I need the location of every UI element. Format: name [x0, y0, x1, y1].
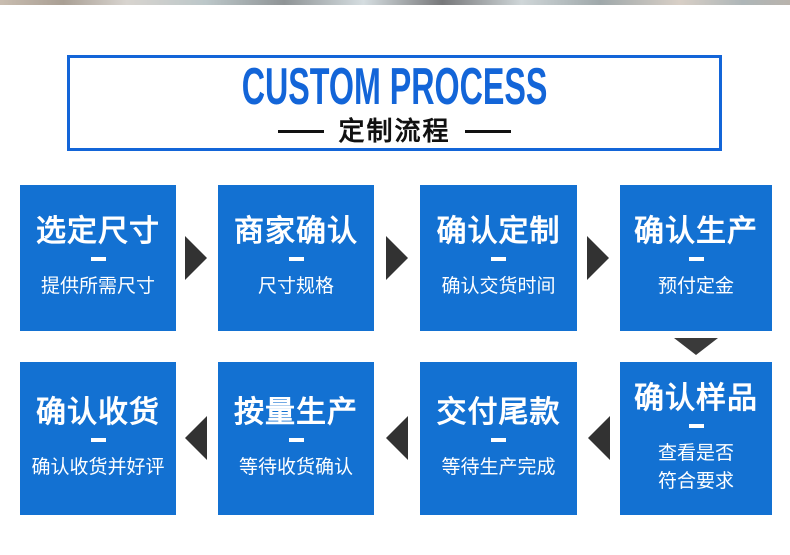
step-divider-dash	[491, 437, 506, 442]
step-subtitle: 确认交货时间	[441, 276, 556, 298]
step-subtitle: 等待收货确认	[238, 456, 353, 478]
step-box-select-size: 选定尺寸 提供所需尺寸	[20, 185, 176, 331]
step-title: 商家确认	[234, 215, 358, 249]
step-subtitle: 查看是否 符合要求	[657, 442, 734, 492]
step-title: 按量生产	[234, 395, 358, 429]
step-subtitle: 提供所需尺寸	[40, 276, 155, 298]
section-title-chinese-text: 定制流程	[338, 115, 451, 146]
step-box-confirm-receipt: 确认收货 确认收货并好评	[20, 362, 176, 515]
step-divider-dash	[491, 257, 506, 262]
dash-right	[464, 129, 511, 133]
step-divider-dash	[288, 257, 304, 262]
section-title-english-text: CUSTOM PROCESS	[241, 57, 548, 116]
step-title: 确认收货	[36, 395, 160, 429]
step-title: 确认生产	[634, 215, 758, 249]
arrow-left-icon	[185, 416, 207, 460]
step-box-confirm-sample: 确认样品 查看是否 符合要求	[620, 362, 772, 515]
step-box-confirm-production: 确认生产 预付定金	[620, 185, 772, 331]
step-divider-dash	[288, 437, 304, 442]
section-header: CUSTOM PROCESS 定制流程	[67, 55, 722, 151]
step-subtitle: 预付定金	[657, 276, 734, 298]
step-title: 选定尺寸	[36, 215, 160, 249]
step-box-mass-production: 按量生产 等待收货确认	[218, 362, 374, 515]
section-title-english: CUSTOM PROCESS	[148, 61, 641, 113]
step-subtitle: 尺寸规格	[257, 276, 334, 298]
arrow-right-icon	[386, 236, 408, 280]
step-title: 确认样品	[634, 381, 758, 415]
arrow-left-icon	[588, 416, 610, 460]
step-title: 交付尾款	[436, 395, 561, 429]
photo-edge-strip	[0, 0, 790, 5]
step-divider-dash	[688, 257, 704, 262]
step-divider-dash	[90, 437, 106, 442]
step-divider-dash	[90, 257, 106, 262]
step-divider-dash	[688, 423, 704, 428]
step-title: 确认定制	[436, 215, 561, 249]
step-subtitle: 等待生产完成	[441, 456, 556, 478]
step-box-confirm-custom: 确认定制 确认交货时间	[420, 185, 577, 331]
arrow-left-icon	[386, 416, 408, 460]
arrow-down-icon	[674, 338, 718, 355]
arrow-right-icon	[587, 236, 609, 280]
arrow-right-icon	[185, 236, 207, 280]
step-box-merchant-confirm: 商家确认 尺寸规格	[218, 185, 374, 331]
dash-left	[278, 129, 325, 133]
section-title-chinese: 定制流程	[278, 115, 511, 146]
step-subtitle: 确认收货并好评	[31, 456, 165, 478]
step-box-pay-balance: 交付尾款 等待生产完成	[420, 362, 577, 515]
